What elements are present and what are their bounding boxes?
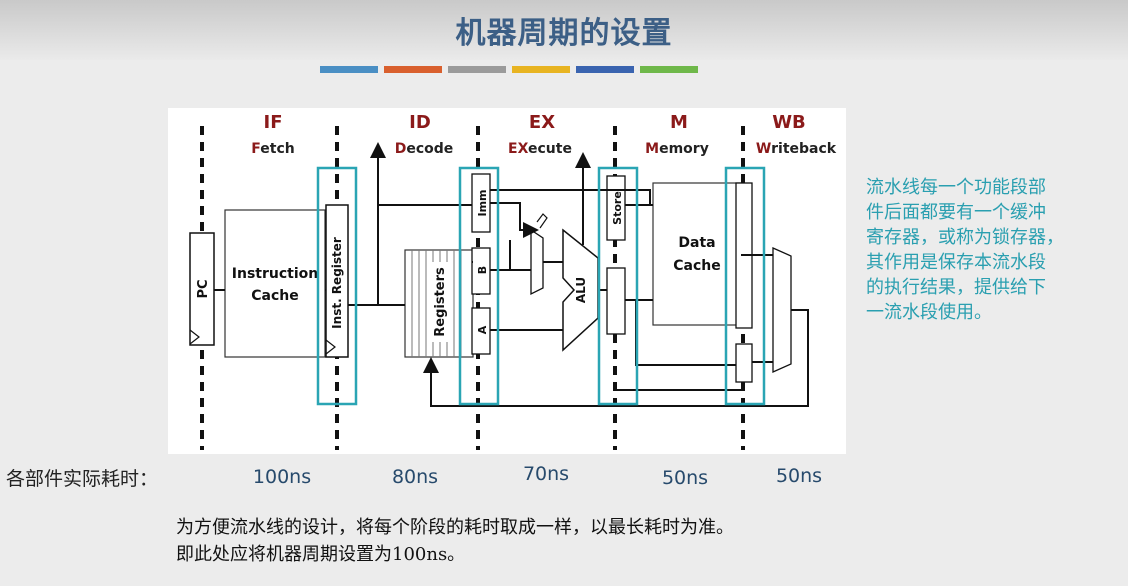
if-id-latch-highlight bbox=[316, 166, 358, 406]
slide-title: 机器周期的设置 bbox=[455, 16, 673, 51]
stage-wb-abbr: WB bbox=[772, 112, 806, 133]
latch-explanation: 流水线每一个功能段部 件后面都要有一个缓冲 寄存器，或称为锁存器， 其作用是保存… bbox=[866, 175, 1124, 325]
alu-label: ALU bbox=[574, 277, 588, 303]
time-m: 50ns bbox=[662, 467, 708, 489]
stage-m-name: Memory bbox=[645, 141, 709, 157]
color-bar-3 bbox=[448, 66, 506, 73]
id-ex-latch-highlight bbox=[458, 166, 500, 406]
ex-m-latch-highlight bbox=[597, 166, 639, 406]
alu-input-mux bbox=[530, 228, 544, 296]
color-bar-2 bbox=[384, 66, 442, 73]
stage-id-abbr: ID bbox=[409, 112, 431, 133]
pc-register bbox=[189, 232, 215, 346]
time-if: 100ns bbox=[253, 466, 311, 488]
stage-ex-name: EXecute bbox=[508, 141, 572, 157]
m-wb-latch-highlight bbox=[724, 166, 766, 406]
imm-label: Imm bbox=[476, 189, 489, 216]
color-bar-5 bbox=[576, 66, 634, 73]
stage-m-abbr: M bbox=[670, 112, 688, 133]
stage-if-name: Fetch bbox=[251, 141, 294, 157]
writeback-mux bbox=[772, 246, 792, 374]
note-line: 一流水段使用。 bbox=[866, 302, 992, 323]
color-bar-1 bbox=[320, 66, 378, 73]
instruction-cache bbox=[224, 209, 326, 358]
note-line: 件后面都要有一个缓冲 bbox=[866, 202, 1046, 223]
inst-register-label: Inst. Register bbox=[330, 237, 344, 329]
b-label: B bbox=[476, 266, 489, 274]
data-cache-label-2: Cache bbox=[673, 258, 720, 274]
pc-label: PC bbox=[196, 279, 211, 298]
inst-register bbox=[325, 204, 349, 358]
stage-ex-abbr: EX bbox=[529, 112, 555, 133]
instruction-cache-label-1: Instruction bbox=[232, 266, 318, 282]
color-bar-4 bbox=[512, 66, 570, 73]
stage-wb-name: Writeback bbox=[756, 141, 837, 157]
registers-label: Registers bbox=[433, 267, 448, 337]
instruction-cache-label-2: Cache bbox=[251, 288, 298, 304]
note-line: 流水线每一个功能段部 bbox=[866, 177, 1046, 198]
conclusion-text: 为方便流水线的设计，将每个阶段的耗时取成一样，以最长耗时为准。 即此处应将机器周… bbox=[176, 514, 734, 568]
stage-if-abbr: IF bbox=[264, 112, 283, 133]
data-cache-label-1: Data bbox=[678, 235, 715, 251]
color-bar-6 bbox=[640, 66, 698, 73]
note-line: 的执行结果，提供给下 bbox=[866, 277, 1046, 298]
store-latch bbox=[606, 175, 626, 241]
conclusion-line: 为方便流水线的设计，将每个阶段的耗时取成一样，以最长耗时为准。 bbox=[176, 517, 734, 538]
time-wb: 50ns bbox=[776, 465, 822, 487]
note-line: 其作用是保存本流水段 bbox=[866, 252, 1046, 273]
time-ex: 70ns bbox=[523, 463, 569, 485]
stage-id-name: Decode bbox=[395, 141, 454, 157]
a-label: A bbox=[476, 325, 489, 334]
store-label: Store bbox=[611, 191, 624, 225]
data-cache bbox=[652, 182, 742, 326]
note-line: 寄存器，或称为锁存器， bbox=[866, 227, 1064, 248]
alu-result-latch bbox=[606, 267, 626, 335]
conclusion-line: 即此处应将机器周期设置为100ns。 bbox=[176, 544, 466, 565]
alu-pass-latch bbox=[735, 343, 753, 383]
time-row-label: 各部件实际耗时： bbox=[6, 468, 159, 490]
title-bar bbox=[0, 0, 1128, 60]
time-id: 80ns bbox=[392, 466, 438, 488]
